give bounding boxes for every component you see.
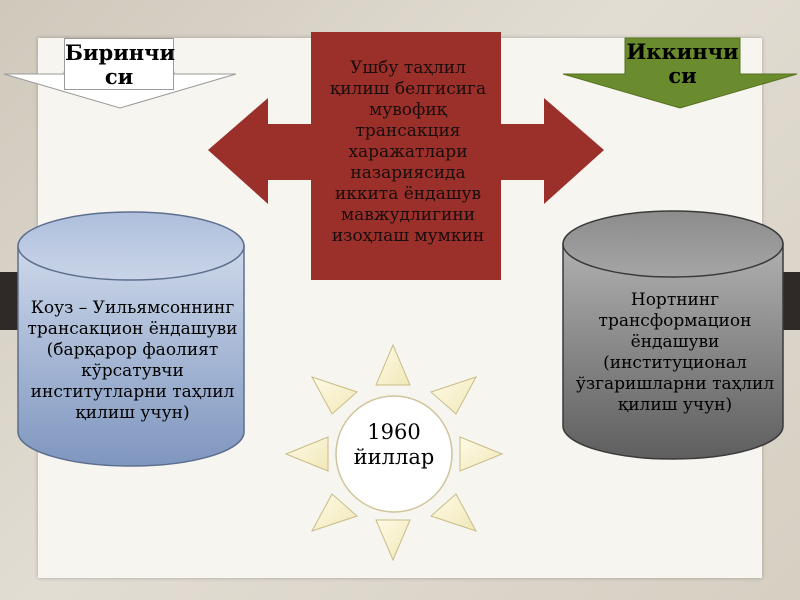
- left-cylinder-top: [17, 211, 245, 281]
- sun-ray-e: [459, 436, 504, 472]
- sun-ray-ne: [430, 376, 478, 415]
- double-arrow-right-head: [544, 98, 604, 204]
- sun-ray-s: [375, 519, 411, 562]
- sun-ray-n: [375, 343, 411, 386]
- sun-ray-nw: [310, 376, 358, 415]
- first-down-arrow: [3, 71, 237, 109]
- second-label: Иккинчи си: [626, 39, 739, 88]
- sun-core: [335, 395, 453, 513]
- left-dark-band: [0, 272, 20, 330]
- sun-ray-w: [284, 436, 329, 472]
- left-cylinder-body: [17, 245, 245, 467]
- sun-text: 1960 йиллар: [353, 420, 435, 469]
- center-box-text: Ушбу таҳлил қилиш белгисига мувофиқ тран…: [329, 58, 487, 246]
- second-down-arrow: [562, 37, 798, 109]
- right-cylinder-text: Нортнинг трансформацион ёндашуви (инстит…: [575, 290, 775, 415]
- center-text-box: [311, 32, 501, 280]
- right-cylinder-body: [562, 243, 784, 460]
- sun-ray-se: [430, 493, 478, 532]
- left-cylinder-text: Коуз – Уильямсоннинг трансакцион ёндашув…: [27, 298, 238, 423]
- double-arrow-left-head: [208, 98, 268, 204]
- sun-ray-sw: [310, 493, 358, 532]
- first-label: Биринчи си: [64, 38, 176, 90]
- right-cylinder-top: [562, 210, 784, 278]
- sun-shape: [284, 343, 504, 562]
- right-dark-band: [780, 272, 800, 330]
